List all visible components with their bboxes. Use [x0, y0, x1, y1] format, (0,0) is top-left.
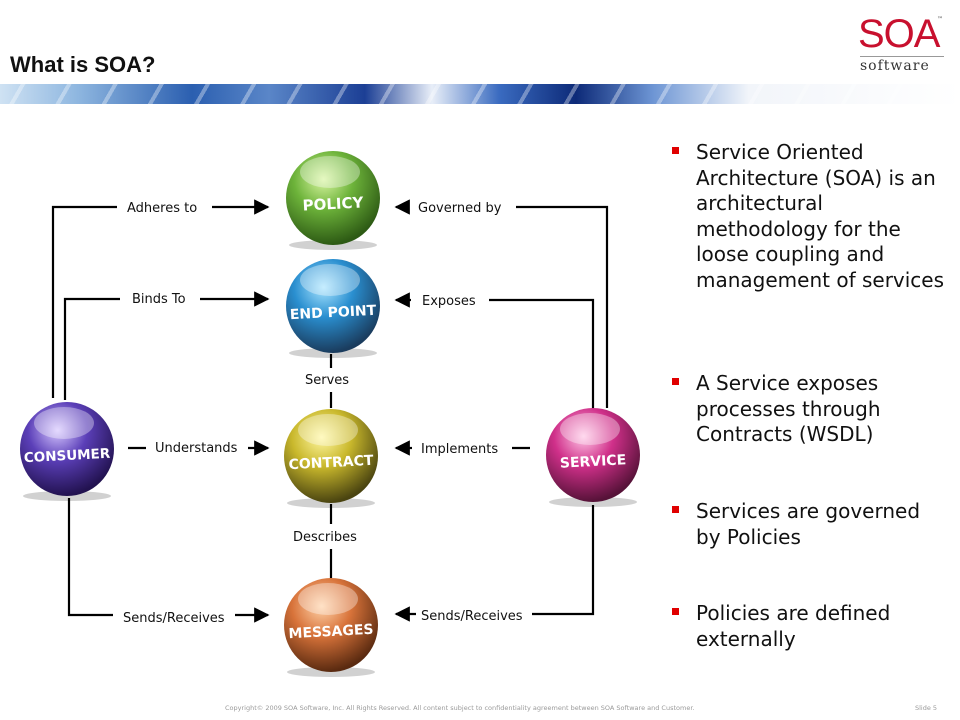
edge-label-exposes: Exposes: [422, 294, 476, 309]
header-banner-streaks: [0, 84, 960, 104]
edge-label-sends-receives-consumer: Sends/Receives: [123, 611, 225, 626]
bullet-text: Service Oriented Architecture (SOA) is a…: [696, 140, 945, 292]
bullet-marker: [672, 506, 679, 513]
edge-line-exposes-right: [489, 298, 595, 410]
edge-label-implements: Implements: [421, 442, 498, 457]
node-label-endpoint: END POINT: [289, 303, 377, 324]
node-service: SERVICE: [546, 408, 640, 507]
bullet-text: A Service exposes processes through Cont…: [696, 371, 881, 446]
edge-label-understands: Understands: [155, 441, 238, 456]
edge-line-adheres-to-left: [51, 205, 117, 398]
node-contract: CONTRACT: [284, 409, 378, 508]
node-endpoint: END POINT: [286, 259, 380, 358]
edge-label-governed-by: Governed by: [418, 201, 502, 216]
copyright-footer: Copyright© 2009 SOA Software, Inc. All R…: [225, 704, 695, 712]
slide-title: What is SOA?: [10, 52, 156, 77]
edge-label-binds-to: Binds To: [132, 292, 186, 307]
bullet-text: Policies are defined externally: [696, 601, 891, 651]
bullet-marker: [672, 147, 679, 154]
edge-label-sends-receives-service: Sends/Receives: [421, 609, 523, 624]
node-label-consumer: CONSUMER: [23, 446, 111, 467]
edge-line-sends-receives-right: [532, 505, 595, 616]
edge-line-sends-receives-left: [67, 498, 113, 617]
node-label-contract: CONTRACT: [288, 453, 374, 473]
bullet-marker: [672, 378, 679, 385]
node-label-messages: MESSAGES: [288, 622, 374, 642]
edge-label-adheres-to: Adheres to: [127, 201, 197, 216]
bullet-marker: [672, 608, 679, 615]
node-policy: POLICY: [286, 151, 380, 250]
node-label-policy: POLICY: [302, 193, 365, 214]
node-label-service: SERVICE: [560, 452, 627, 471]
slide-number: Slide 5: [915, 704, 938, 712]
edge-line-binds-to-left: [63, 297, 120, 400]
logo-mark: SOA: [858, 12, 940, 56]
logo-divider: [860, 56, 944, 57]
bullet-text: Services are governed by Policies: [696, 499, 921, 549]
edge-line-governed-by-right: [516, 205, 609, 408]
header-banner: [0, 84, 960, 104]
soa-software-logo: SOA ™ software: [858, 12, 948, 78]
logo-trademark: ™: [937, 16, 943, 23]
node-consumer: CONSUMER: [20, 402, 114, 501]
node-messages: MESSAGES: [284, 578, 378, 677]
soa-diagram: Adheres to Governed by Binds To Exposes …: [20, 151, 640, 677]
edge-label-describes: Describes: [293, 530, 357, 545]
logo-subtitle: software: [860, 58, 930, 74]
edge-label-serves: Serves: [305, 373, 349, 388]
